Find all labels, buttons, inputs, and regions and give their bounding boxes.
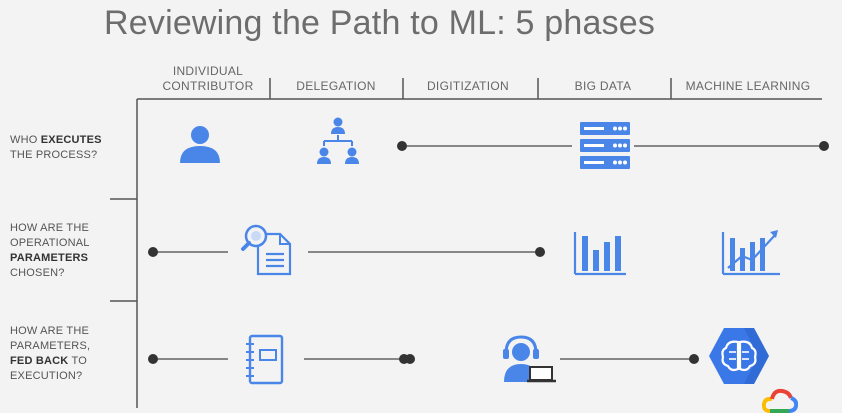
row-label-parameters-fed-back: HOW ARE THE PARAMETERS, FED BACK TO EXEC… xyxy=(10,325,91,382)
phase-label-line1: DIGITIZATION xyxy=(426,79,510,93)
slide-title: Reviewing the Path to ML: 5 phases xyxy=(104,4,656,42)
row-label-operational-parameters: HOW ARE THE OPERATIONAL PARAMETERS CHOSE… xyxy=(10,222,90,279)
support-agent-icon xyxy=(503,335,556,383)
ml-brain-icon xyxy=(709,328,769,384)
phase-individual-contributor: INDIVIDUAL CONTRIBUTOR xyxy=(148,64,268,94)
connector-dot xyxy=(148,247,158,257)
person-icon xyxy=(180,126,220,163)
connector-dot xyxy=(148,354,158,364)
notebook-icon xyxy=(246,334,284,385)
bar-chart-icon xyxy=(573,232,626,276)
phase-label-line1: BIG DATA xyxy=(574,79,632,93)
org-chart-icon xyxy=(317,117,359,164)
row-label-who-executes: WHO EXECUTES THE PROCESS? xyxy=(10,134,102,161)
connector-dot xyxy=(405,354,415,364)
phase-delegation: DELEGATION xyxy=(276,79,396,94)
search-document-icon xyxy=(241,224,292,276)
phase-machine-learning: MACHINE LEARNING xyxy=(673,79,823,94)
phase-label-line1: INDIVIDUAL xyxy=(172,64,244,78)
phase-digitization: DIGITIZATION xyxy=(408,79,528,94)
phase-label-line1: MACHINE LEARNING xyxy=(685,79,811,93)
phase-label-line2: CONTRIBUTOR xyxy=(162,79,254,93)
phase-label-line1: DELEGATION xyxy=(296,79,376,93)
connector-dot xyxy=(689,354,699,364)
connector-dot xyxy=(819,141,829,151)
connector-dot xyxy=(397,141,407,151)
google-cloud-logo-icon xyxy=(762,388,798,413)
trend-chart-icon xyxy=(721,230,780,276)
phase-big-data: BIG DATA xyxy=(543,79,663,94)
connector-dot xyxy=(535,247,545,257)
server-icon xyxy=(580,122,630,169)
